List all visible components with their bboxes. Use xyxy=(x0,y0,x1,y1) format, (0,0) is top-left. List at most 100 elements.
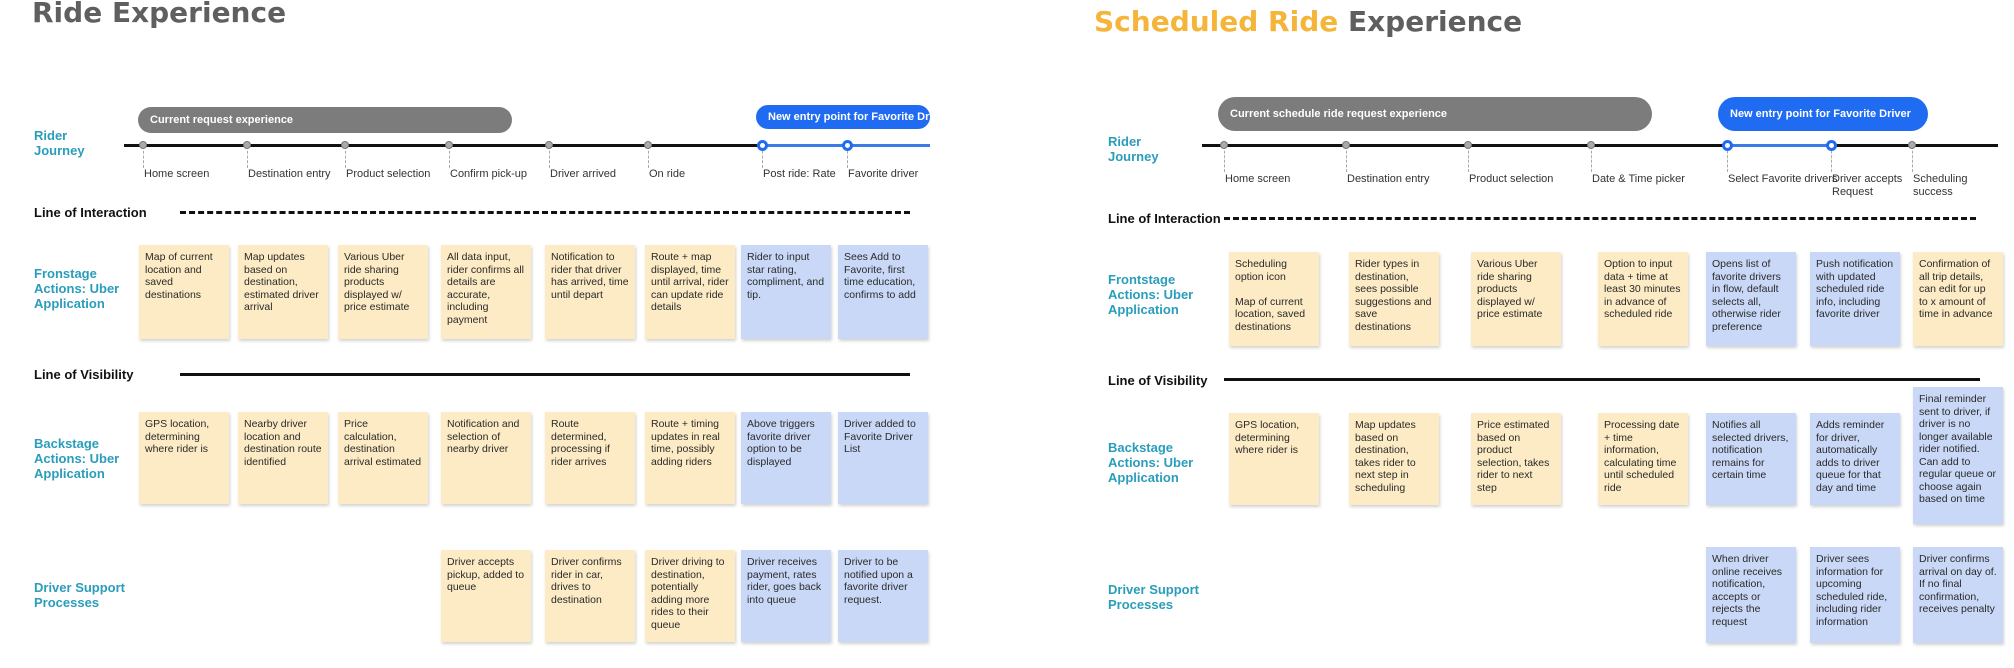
right-backstage-card: GPS location, determining where rider is xyxy=(1229,413,1319,505)
right-step-label: Scheduling success xyxy=(1913,173,1968,198)
left-step-marker-new xyxy=(842,140,853,151)
left-backstage-card: Nearby driver location and destination r… xyxy=(238,412,328,504)
right-current-experience-pill: Current schedule ride request experience xyxy=(1218,97,1652,131)
left-favorite-driver-pill: New entry point for Favorite Driver xyxy=(756,105,949,129)
left-frontstage-card: Rider to input star rating, compliment, … xyxy=(741,245,831,339)
left-driver-card: Driver driving to destination, potential… xyxy=(645,550,735,642)
left-step-label: Destination entry xyxy=(248,168,331,180)
left-step-marker xyxy=(445,141,453,149)
left-step-marker xyxy=(341,141,349,149)
right-step-label: Home screen xyxy=(1225,173,1291,185)
left-frontstage-card: Map of current location and saved destin… xyxy=(139,245,229,339)
left-backstage-card: Above triggers favorite driver option to… xyxy=(741,412,831,504)
left-step-label: Home screen xyxy=(144,168,210,180)
right-step-connector xyxy=(1346,146,1347,172)
right-line-of-visibility-label: Line of Visibility xyxy=(1108,373,1208,388)
left-step-label: Favorite driver xyxy=(848,168,919,180)
left-line-of-visibility-label: Line of Visibility xyxy=(34,367,134,382)
left-backstage-card: Price calculation, destination arrival e… xyxy=(338,412,428,504)
left-step-label: On ride xyxy=(649,168,686,180)
right-step-label: Product selection xyxy=(1469,173,1554,185)
left-step-connector xyxy=(247,146,248,168)
left-step-label: Product selection xyxy=(346,168,431,180)
left-rider-journey-label: Rider Journey xyxy=(34,128,85,158)
right-step-connector xyxy=(1591,146,1592,172)
right-title-accent: Scheduled Ride xyxy=(1094,5,1339,38)
right-line-of-interaction-label: Line of Interaction xyxy=(1108,211,1221,226)
right-frontstage-card: Scheduling option icon Map of current lo… xyxy=(1229,252,1319,346)
right-driver-card: Driver confirms arrival on day of. If no… xyxy=(1913,547,2003,643)
left-backstage-card: Notification and selection of nearby dri… xyxy=(441,412,531,504)
left-driver-card: Driver confirms rider in car, drives to … xyxy=(545,550,635,642)
right-step-label: Destination entry xyxy=(1347,173,1430,185)
right-step-marker xyxy=(1464,141,1472,149)
right-step-marker xyxy=(1587,141,1595,149)
left-step-label: Confirm pick-up xyxy=(450,168,528,180)
right-favorite-driver-pill: New entry point for Favorite Driver xyxy=(1718,97,1928,131)
left-journey-track xyxy=(124,144,760,147)
left-step-connector xyxy=(847,146,848,168)
right-frontstage-label: Frontstage Actions: Uber Application xyxy=(1108,272,1194,317)
right-frontstage-card: Rider types in destination, sees possibl… xyxy=(1349,252,1439,346)
right-frontstage-card: Push notification with updated scheduled… xyxy=(1810,252,1900,346)
right-step-label: Driver accepts Request xyxy=(1832,173,1903,198)
right-driver-card: When driver online receives notification… xyxy=(1706,547,1796,643)
right-step-marker-new xyxy=(1722,140,1733,151)
right-backstage-card: Adds reminder for driver, automatically … xyxy=(1810,413,1900,505)
left-title: Ride Experience xyxy=(32,0,287,29)
left-frontstage-card: Notification to rider that driver has ar… xyxy=(545,245,635,339)
right-backstage-label: Backstage Actions: Uber Application xyxy=(1108,440,1194,485)
right-rider-journey-label: Rider Journey xyxy=(1108,134,1159,164)
right-backstage-card: Processing date + time information, calc… xyxy=(1598,413,1688,505)
right-frontstage-card: Opens list of favorite drivers in flow, … xyxy=(1706,252,1796,346)
right-step-label: Date & Time picker xyxy=(1592,173,1685,185)
left-backstage-label: Backstage Actions: Uber Application xyxy=(34,436,120,481)
right-title-rest: Experience xyxy=(1347,5,1523,38)
left-step-connector xyxy=(449,146,450,168)
right-step-marker xyxy=(1908,141,1916,149)
left-backstage-card: Route + timing updates in real time, pos… xyxy=(645,412,735,504)
right-step-marker xyxy=(1220,141,1228,149)
right-line-of-interaction xyxy=(1224,217,1976,220)
left-frontstage-card: All data input, rider confirms all detai… xyxy=(441,245,531,339)
left-frontstage-card: Sees Add to Favorite, first time educati… xyxy=(838,245,928,339)
left-driver-support-label: Driver Support Processes xyxy=(34,580,126,610)
right-driver-support-label: Driver Support Processes xyxy=(1108,582,1200,612)
right-step-connector xyxy=(1912,146,1913,172)
left-step-marker xyxy=(545,141,553,149)
right-line-of-visibility xyxy=(1224,378,1980,381)
left-line-of-interaction xyxy=(180,211,910,214)
left-step-marker xyxy=(243,141,251,149)
right-backstage-card: Notifies all selected drivers, notificat… xyxy=(1706,413,1796,505)
left-frontstage-card: Various Uber ride sharing products displ… xyxy=(338,245,428,339)
left-step-marker-new xyxy=(757,140,768,151)
right-title: Scheduled Ride Experience xyxy=(1094,5,1522,38)
right-step-marker xyxy=(1342,141,1350,149)
left-frontstage-card: Map updates based on destination, estima… xyxy=(238,245,328,339)
right-backstage-card: Price estimated based on product selecti… xyxy=(1471,413,1561,505)
left-step-connector xyxy=(549,146,550,168)
left-step-connector xyxy=(762,146,763,168)
left-backstage-card: GPS location, determining where rider is xyxy=(139,412,229,504)
left-step-label: Driver arrived xyxy=(550,168,617,180)
right-frontstage-card: Option to input data + time at least 30 … xyxy=(1598,252,1688,346)
left-driver-card: Driver to be notified upon a favorite dr… xyxy=(838,550,928,642)
left-backstage-card: Driver added to Favorite Driver List xyxy=(838,412,928,504)
right-backstage-card: Map updates based on destination, takes … xyxy=(1349,413,1439,505)
left-backstage-card: Route determined, processing if rider ar… xyxy=(545,412,635,504)
left-frontstage-card: Route + map displayed, time until arriva… xyxy=(645,245,735,339)
right-driver-card: Driver sees information for upcoming sch… xyxy=(1810,547,1900,643)
left-driver-card: Driver receives payment, rates rider, go… xyxy=(741,550,831,642)
right-step-label: Select Favorite drivers xyxy=(1728,173,1838,185)
right-step-connector xyxy=(1831,146,1832,172)
right-frontstage-card: Various Uber ride sharing products displ… xyxy=(1471,252,1561,346)
right-step-connector xyxy=(1727,146,1728,172)
right-frontstage-card: Confirmation of all trip details, can ed… xyxy=(1913,252,2003,346)
left-line-of-interaction-label: Line of Interaction xyxy=(34,205,147,220)
left-step-marker xyxy=(139,141,147,149)
left-driver-card: Driver accepts pickup, added to queue xyxy=(441,550,531,642)
left-step-marker xyxy=(644,141,652,149)
right-step-marker-new xyxy=(1826,140,1837,151)
left-step-label: Post ride: Rate xyxy=(763,168,836,180)
left-step-connector xyxy=(648,146,649,168)
